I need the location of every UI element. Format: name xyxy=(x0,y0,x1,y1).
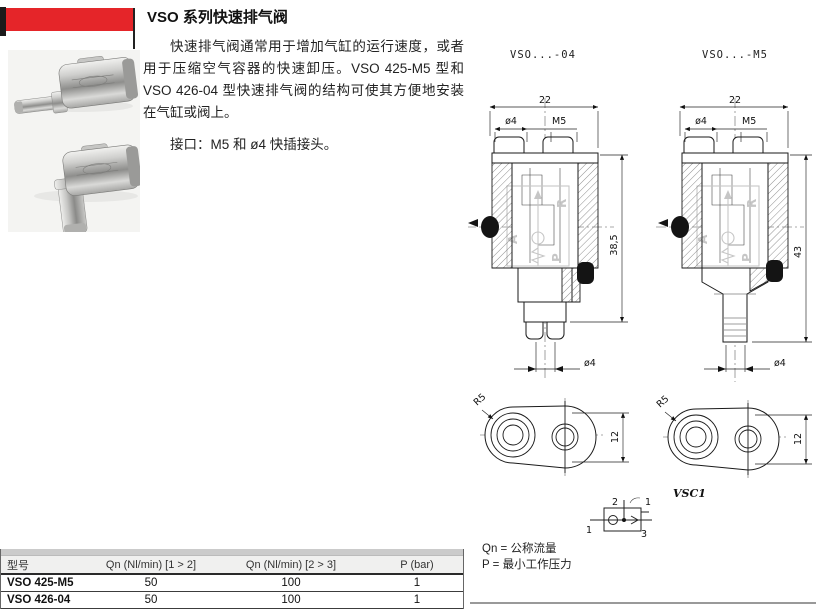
table-top-strip xyxy=(1,549,463,555)
watermark-port-r: R xyxy=(745,199,759,208)
header-qn-1-2: Qn (Nl/min) [1 > 2] xyxy=(105,558,197,571)
ports-paragraph: 接口：M5 和 ø4 快插接头。 xyxy=(170,137,338,152)
description-paragraph: 快速排气阀通常用于增加气缸的运行速度，或者用于压缩空气容器的快速卸压。VSO 4… xyxy=(143,39,464,120)
radius-label: R5 xyxy=(655,394,672,411)
watermark-port-p: P xyxy=(740,253,754,262)
view-height-label: 12 xyxy=(610,431,621,443)
cell-qn23: 100 xyxy=(281,594,301,606)
corner-accent-black xyxy=(0,7,6,36)
table-header-row: 型号 Qn (Nl/min) [1 > 2] Qn (Nl/min) [2 > … xyxy=(1,555,463,575)
header-model: 型号 xyxy=(7,559,29,572)
dim-width-label: 22 xyxy=(539,95,551,106)
header-p-bar: P (bar) xyxy=(400,558,434,571)
valve-photo-top xyxy=(14,55,139,114)
drawing-vso-m5: VSO...-M5 A R P xyxy=(656,49,812,382)
pneumatic-symbol: 2 1 1 3 xyxy=(586,497,652,540)
note-p: P = 最小工作压力 xyxy=(482,559,572,571)
dim-thread-label: M5 xyxy=(742,116,756,127)
dim-port-top-label: ø4 xyxy=(505,116,517,127)
view-height-label: 12 xyxy=(793,433,804,445)
symbol-port-3: 3 xyxy=(641,529,647,540)
watermark-port-p: P xyxy=(550,253,564,262)
cell-p: 1 xyxy=(413,577,421,589)
footer-rule xyxy=(470,602,816,604)
note-qn: Qn = 公称流量 xyxy=(482,543,557,555)
symbol-port-2: 2 xyxy=(612,497,618,508)
valves-photo-illustration xyxy=(8,50,140,232)
table-row: VSO 426-04 50 100 1 xyxy=(1,592,463,609)
dim-width-label: 22 xyxy=(729,95,741,106)
drawing-vso-m5-label: VSO...-M5 xyxy=(702,49,768,61)
symbol-port-1: 1 xyxy=(586,525,592,536)
bottom-view-1: R5 12 xyxy=(472,392,629,476)
symbol-port-1-top: 1 xyxy=(645,497,651,508)
radius-label: R5 xyxy=(472,392,489,409)
bottom-view-2: R5 12 xyxy=(655,394,812,478)
cell-qn12: 50 xyxy=(144,594,158,606)
schematic-watermark-2: A R P xyxy=(696,185,760,267)
cell-model: VSO 426-04 xyxy=(7,594,71,606)
watermark-port-a: A xyxy=(506,234,520,244)
header-red-bar xyxy=(6,8,133,31)
cell-qn23: 100 xyxy=(281,577,301,589)
watermark-port-a: A xyxy=(696,234,710,244)
cell-qn12: 50 xyxy=(144,577,158,589)
symbol-model-label: VSC1 xyxy=(673,487,706,500)
technical-drawings: VSO...-04 A R P xyxy=(468,49,812,540)
dim-port-bottom-label: ø4 xyxy=(774,358,786,369)
valve-photo-bottom xyxy=(54,143,140,232)
dim-thread-label: M5 xyxy=(552,116,566,127)
spec-table: 型号 Qn (Nl/min) [1 > 2] Qn (Nl/min) [2 > … xyxy=(0,549,464,609)
drawing-vso-04: VSO...-04 A R P xyxy=(468,49,628,378)
drawing-vso-04-label: VSO...-04 xyxy=(510,49,576,61)
dim-port-top-label: ø4 xyxy=(695,116,707,127)
product-photo xyxy=(8,50,140,232)
header-qn-2-3: Qn (Nl/min) [2 > 3] xyxy=(245,558,337,571)
dim-port-bottom-label: ø4 xyxy=(584,358,596,369)
cell-p: 1 xyxy=(413,594,421,606)
watermark-port-r: R xyxy=(555,199,569,208)
table-row: VSO 425-M5 50 100 1 xyxy=(1,575,463,592)
page-title: VSO 系列快速排气阀 xyxy=(147,9,288,26)
dim-height-label: 43 xyxy=(793,246,804,258)
legend-notes: Qn = 公称流量 P = 最小工作压力 xyxy=(482,541,572,573)
cell-model: VSO 425-M5 xyxy=(7,577,74,589)
dim-height-label: 38,5 xyxy=(609,234,620,255)
header-vertical-rule xyxy=(133,8,135,49)
